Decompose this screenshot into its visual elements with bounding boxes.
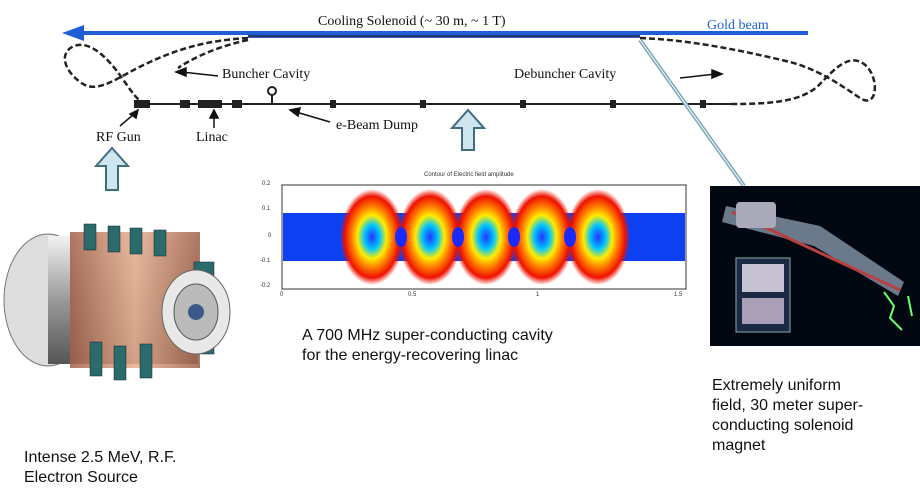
beam-dump-label: e-Beam Dump — [336, 118, 419, 133]
magnet-caption-line: Extremely uniform — [712, 377, 841, 394]
up-arrow-center — [449, 108, 487, 151]
y-tick: 0.1 — [262, 206, 271, 212]
electron-source-image — [3, 223, 231, 381]
return-beamline — [134, 86, 735, 108]
left-beam-loop — [63, 36, 249, 106]
x-tick: 1 — [536, 292, 540, 298]
source-caption: Intense 2.5 MeV, R.F. Electron Source — [24, 448, 176, 488]
solenoid-magnet-image — [710, 186, 920, 346]
y-tick: 0 — [268, 233, 272, 239]
x-tick: 0.5 — [408, 292, 417, 298]
right-beam-loop — [639, 36, 877, 106]
cavity-caption: A 700 MHz super-conducting cavity for th… — [302, 326, 553, 366]
linac-label: Linac — [196, 130, 228, 145]
cavity-caption-line: for the energy-recovering linac — [302, 347, 519, 364]
magnet-connector — [638, 38, 746, 188]
x-tick: 0 — [280, 292, 284, 298]
y-tick: -0.1 — [260, 258, 271, 264]
field-lobes — [340, 189, 630, 285]
magnet-caption-line: conducting solenoid — [712, 417, 854, 434]
magnet-caption-line: field, 30 meter super- — [712, 397, 864, 414]
gold-beam-arrow — [62, 25, 808, 41]
debuncher-cavity-label: Debuncher Cavity — [514, 67, 617, 82]
source-caption-line: Electron Source — [24, 469, 138, 486]
magnet-caption: Extremely uniform field, 30 meter super-… — [712, 376, 863, 456]
buncher-cavity-label: Buncher Cavity — [222, 67, 311, 82]
y-tick: -0.2 — [260, 283, 271, 289]
magnet-caption-line: magnet — [712, 437, 766, 454]
y-tick: 0.2 — [262, 181, 271, 187]
up-arrow-left — [93, 146, 131, 191]
source-caption-line: Intense 2.5 MeV, R.F. — [24, 449, 177, 466]
label-pointers — [119, 66, 725, 128]
gold-beam-label: Gold beam — [707, 18, 769, 33]
cavity-caption-line: A 700 MHz super-conducting cavity — [302, 327, 553, 344]
plot-title: Contour of Electric field amplitude — [424, 172, 514, 178]
cooling-solenoid-label: Cooling Solenoid (~ 30 m, ~ 1 T) — [318, 14, 506, 29]
contour-plot — [281, 184, 687, 290]
x-tick: 1.5 — [674, 292, 683, 298]
rf-gun-label: RF Gun — [96, 130, 141, 145]
